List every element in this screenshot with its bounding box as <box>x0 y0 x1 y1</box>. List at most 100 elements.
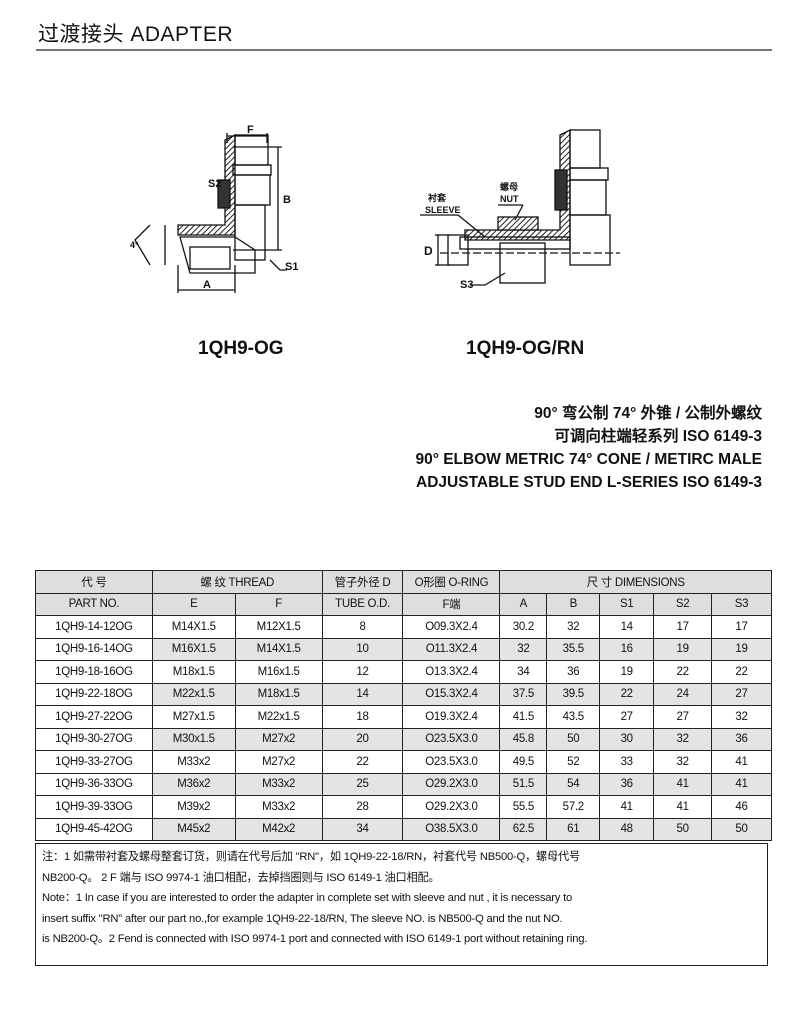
cell-dim-s3: 41 <box>711 750 772 774</box>
cell-o-ring: O13.3X2.4 <box>402 660 501 684</box>
label-d: D <box>424 244 433 258</box>
cell-dim-b: 35.5 <box>546 637 601 661</box>
header-tube-od: TUBE O.D. <box>321 592 404 616</box>
model-name-2: 1QH9-OG/RN <box>466 338 585 359</box>
header-a: A <box>499 592 548 616</box>
cell-tube-od: 22 <box>321 750 404 774</box>
note-line: NB200-Q。 2 F 端与 ISO 9974-1 油口相配，去掉挡圈则与 I… <box>42 871 440 884</box>
note-line: is NB200-Q。2 Fend is connected with ISO … <box>42 933 588 945</box>
cell-dim-b: 32 <box>546 615 601 639</box>
cell-dim-b: 50 <box>546 727 601 751</box>
cell-dim-s2: 32 <box>653 750 713 774</box>
drawing-1qh9-og: F S2 B 74° A S1 <box>130 125 298 293</box>
cell-part-no: 1QH9-33-27OG <box>35 750 153 774</box>
header-e: E <box>151 592 236 616</box>
cell-thread-e: M14X1.5 <box>151 615 236 639</box>
cell-part-no: 1QH9-27-22OG <box>35 705 153 729</box>
cell-dim-s1: 19 <box>599 660 655 684</box>
cell-tube-od: 12 <box>321 660 404 684</box>
cell-thread-f: M14X1.5 <box>234 637 323 661</box>
cell-thread-e: M18x1.5 <box>151 660 236 684</box>
cell-dim-s1: 14 <box>599 615 655 639</box>
cell-dim-s1: 27 <box>599 705 655 729</box>
label-nut-cn: 螺母 <box>500 181 518 192</box>
cell-thread-e: M39x2 <box>151 795 236 819</box>
header-b: B <box>546 592 601 616</box>
cell-dim-a: 49.5 <box>499 750 548 774</box>
cell-tube-od: 28 <box>321 795 404 819</box>
header-dimensions: 尺 寸 DIMENSIONS <box>499 570 772 594</box>
note-line: insert suffix "RN" after our part no.,fo… <box>42 912 563 925</box>
label-f: F <box>247 125 254 136</box>
title-divider <box>36 49 772 51</box>
header-s2: S2 <box>653 592 713 616</box>
model-name-1: 1QH9-OG <box>198 338 284 359</box>
cell-part-no: 1QH9-39-33OG <box>35 795 153 819</box>
cell-thread-f: M16x1.5 <box>234 660 323 684</box>
product-description: 90° 弯公制 74° 外锥 / 公制外螺纹 可调向柱端轻系列 ISO 6149… <box>415 402 762 494</box>
cell-dim-a: 34 <box>499 660 548 684</box>
cell-o-ring: O15.3X2.4 <box>402 682 501 706</box>
cell-dim-s3: 41 <box>711 772 772 796</box>
cell-part-no: 1QH9-14-12OG <box>35 615 153 639</box>
cell-dim-a: 51.5 <box>499 772 548 796</box>
cell-dim-s2: 22 <box>653 660 713 684</box>
cell-o-ring: O19.3X2.4 <box>402 705 501 729</box>
cell-dim-a: 32 <box>499 637 548 661</box>
label-sleeve: SLEEVE <box>425 205 461 215</box>
cell-dim-s3: 22 <box>711 660 772 684</box>
header-f: F <box>234 592 323 616</box>
desc-line: 可调向柱端轻系列 ISO 6149-3 <box>554 428 762 445</box>
cell-thread-f: M18x1.5 <box>234 682 323 706</box>
cell-dim-s3: 17 <box>711 615 772 639</box>
cell-dim-b: 54 <box>546 772 601 796</box>
cell-thread-e: M36x2 <box>151 772 236 796</box>
cell-tube-od: 20 <box>321 727 404 751</box>
cell-thread-e: M45x2 <box>151 817 236 841</box>
label-nut: NUT <box>500 194 519 204</box>
cell-part-no: 1QH9-16-14OG <box>35 637 153 661</box>
cell-dim-a: 55.5 <box>499 795 548 819</box>
drawing-1qh9-og-rn: 衬套 SLEEVE 螺母 NUT D S3 <box>420 128 620 291</box>
cell-thread-e: M27x1.5 <box>151 705 236 729</box>
cell-o-ring: O23.5X3.0 <box>402 750 501 774</box>
cell-dim-s2: 50 <box>653 817 713 841</box>
cell-dim-s3: 46 <box>711 795 772 819</box>
cell-dim-a: 30.2 <box>499 615 548 639</box>
cell-tube-od: 8 <box>321 615 404 639</box>
cell-o-ring: O38.5X3.0 <box>402 817 501 841</box>
page-title: 过渡接头 ADAPTER <box>38 23 234 46</box>
cell-dim-s2: 32 <box>653 727 713 751</box>
cell-part-no: 1QH9-45-42OG <box>35 817 153 841</box>
cell-dim-b: 52 <box>546 750 601 774</box>
cell-dim-a: 41.5 <box>499 705 548 729</box>
cell-part-no: 1QH9-18-16OG <box>35 660 153 684</box>
cell-tube-od: 25 <box>321 772 404 796</box>
cell-dim-s1: 33 <box>599 750 655 774</box>
cell-dim-s2: 19 <box>653 637 713 661</box>
label-s2: S2 <box>208 178 221 190</box>
cell-thread-f: M33x2 <box>234 795 323 819</box>
note-line: Note：1 In case if you are interested to … <box>42 892 573 904</box>
header-code: 代 号 <box>35 570 153 594</box>
cell-dim-s2: 41 <box>653 795 713 819</box>
dimensions-table: 代 号 螺 纹 THREAD 管子外径 D O形圈 O-RING 尺 寸 DIM… <box>35 570 772 841</box>
cell-part-no: 1QH9-22-18OG <box>35 682 153 706</box>
cell-dim-s1: 30 <box>599 727 655 751</box>
label-a: A <box>203 279 211 291</box>
header-thread: 螺 纹 THREAD <box>151 570 323 594</box>
header-tube: 管子外径 D <box>321 570 404 594</box>
note-line: 注：1 如需带衬套及螺母整套订货，则请在代号后加 "RN"，如 1QH9-22-… <box>42 851 580 863</box>
cell-dim-s2: 24 <box>653 682 713 706</box>
header-s3: S3 <box>711 592 772 616</box>
header-oring: O形圈 O-RING <box>402 570 501 594</box>
cell-dim-b: 36 <box>546 660 601 684</box>
cell-o-ring: O23.5X3.0 <box>402 727 501 751</box>
cell-dim-s1: 36 <box>599 772 655 796</box>
cell-thread-f: M33x2 <box>234 772 323 796</box>
